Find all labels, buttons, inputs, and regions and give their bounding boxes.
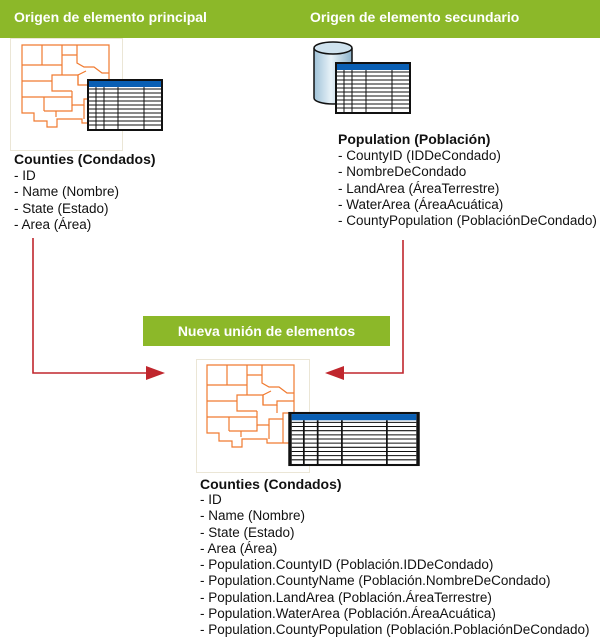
field-item: Population.WaterArea (Población.ÁreaAcuá… [200, 606, 590, 622]
field-item: CountyID (IDDeCondado) [338, 148, 597, 164]
field-item: NombreDeCondado [338, 164, 597, 180]
result-table-icon [288, 411, 420, 467]
primary-source-heading: Origen de elemento principal [14, 9, 207, 25]
primary-title: Counties (Condados) [14, 151, 156, 167]
primary-join-arrow [32, 238, 150, 374]
field-item: WaterArea (ÁreaAcuática) [338, 197, 597, 213]
secondary-source-heading: Origen de elemento secundario [310, 9, 520, 25]
result-title: Counties (Condados) [200, 476, 342, 492]
field-item: Name (Nombre) [200, 508, 590, 524]
primary-table-icon [87, 79, 163, 131]
primary-field-list: ID Name (Nombre) State (Estado) Area (Ár… [14, 168, 120, 233]
field-item: State (Estado) [14, 201, 119, 217]
field-item: State (Estado) [200, 525, 590, 541]
field-item: Population.CountyName (Población.NombreD… [200, 573, 590, 589]
result-map-icon [206, 364, 295, 448]
field-item: Population.CountyPopulation (Población.P… [200, 622, 589, 638]
secondary-title: Population (Población) [338, 131, 491, 147]
secondary-field-list: CountyID (IDDeCondado) NombreDeCondado L… [338, 148, 597, 229]
primary-arrowhead [146, 366, 165, 380]
field-item: CountyPopulation (PoblaciónDeCondado) [338, 213, 597, 229]
secondary-arrowhead [325, 366, 344, 380]
field-item: LandArea (ÁreaTerrestre) [338, 181, 597, 197]
field-item: Population.LandArea (Población.ÁreaTerre… [200, 590, 590, 606]
field-item: Area (Área) [14, 217, 119, 233]
secondary-join-arrow [342, 240, 404, 374]
result-field-list: ID Name (Nombre) State (Estado) Area (Ár… [200, 492, 590, 639]
field-item: Population.CountyID (Población.IDDeConda… [200, 557, 590, 573]
secondary-table-icon [335, 62, 411, 114]
field-item: Name (Nombre) [14, 184, 119, 200]
header-bar: Origen de elemento principal Origen de e… [0, 0, 600, 38]
field-item: ID [200, 492, 590, 508]
field-item: ID [14, 168, 119, 184]
field-item: Area (Área) [200, 541, 590, 557]
new-join-label: Nueva unión de elementos [143, 316, 390, 346]
